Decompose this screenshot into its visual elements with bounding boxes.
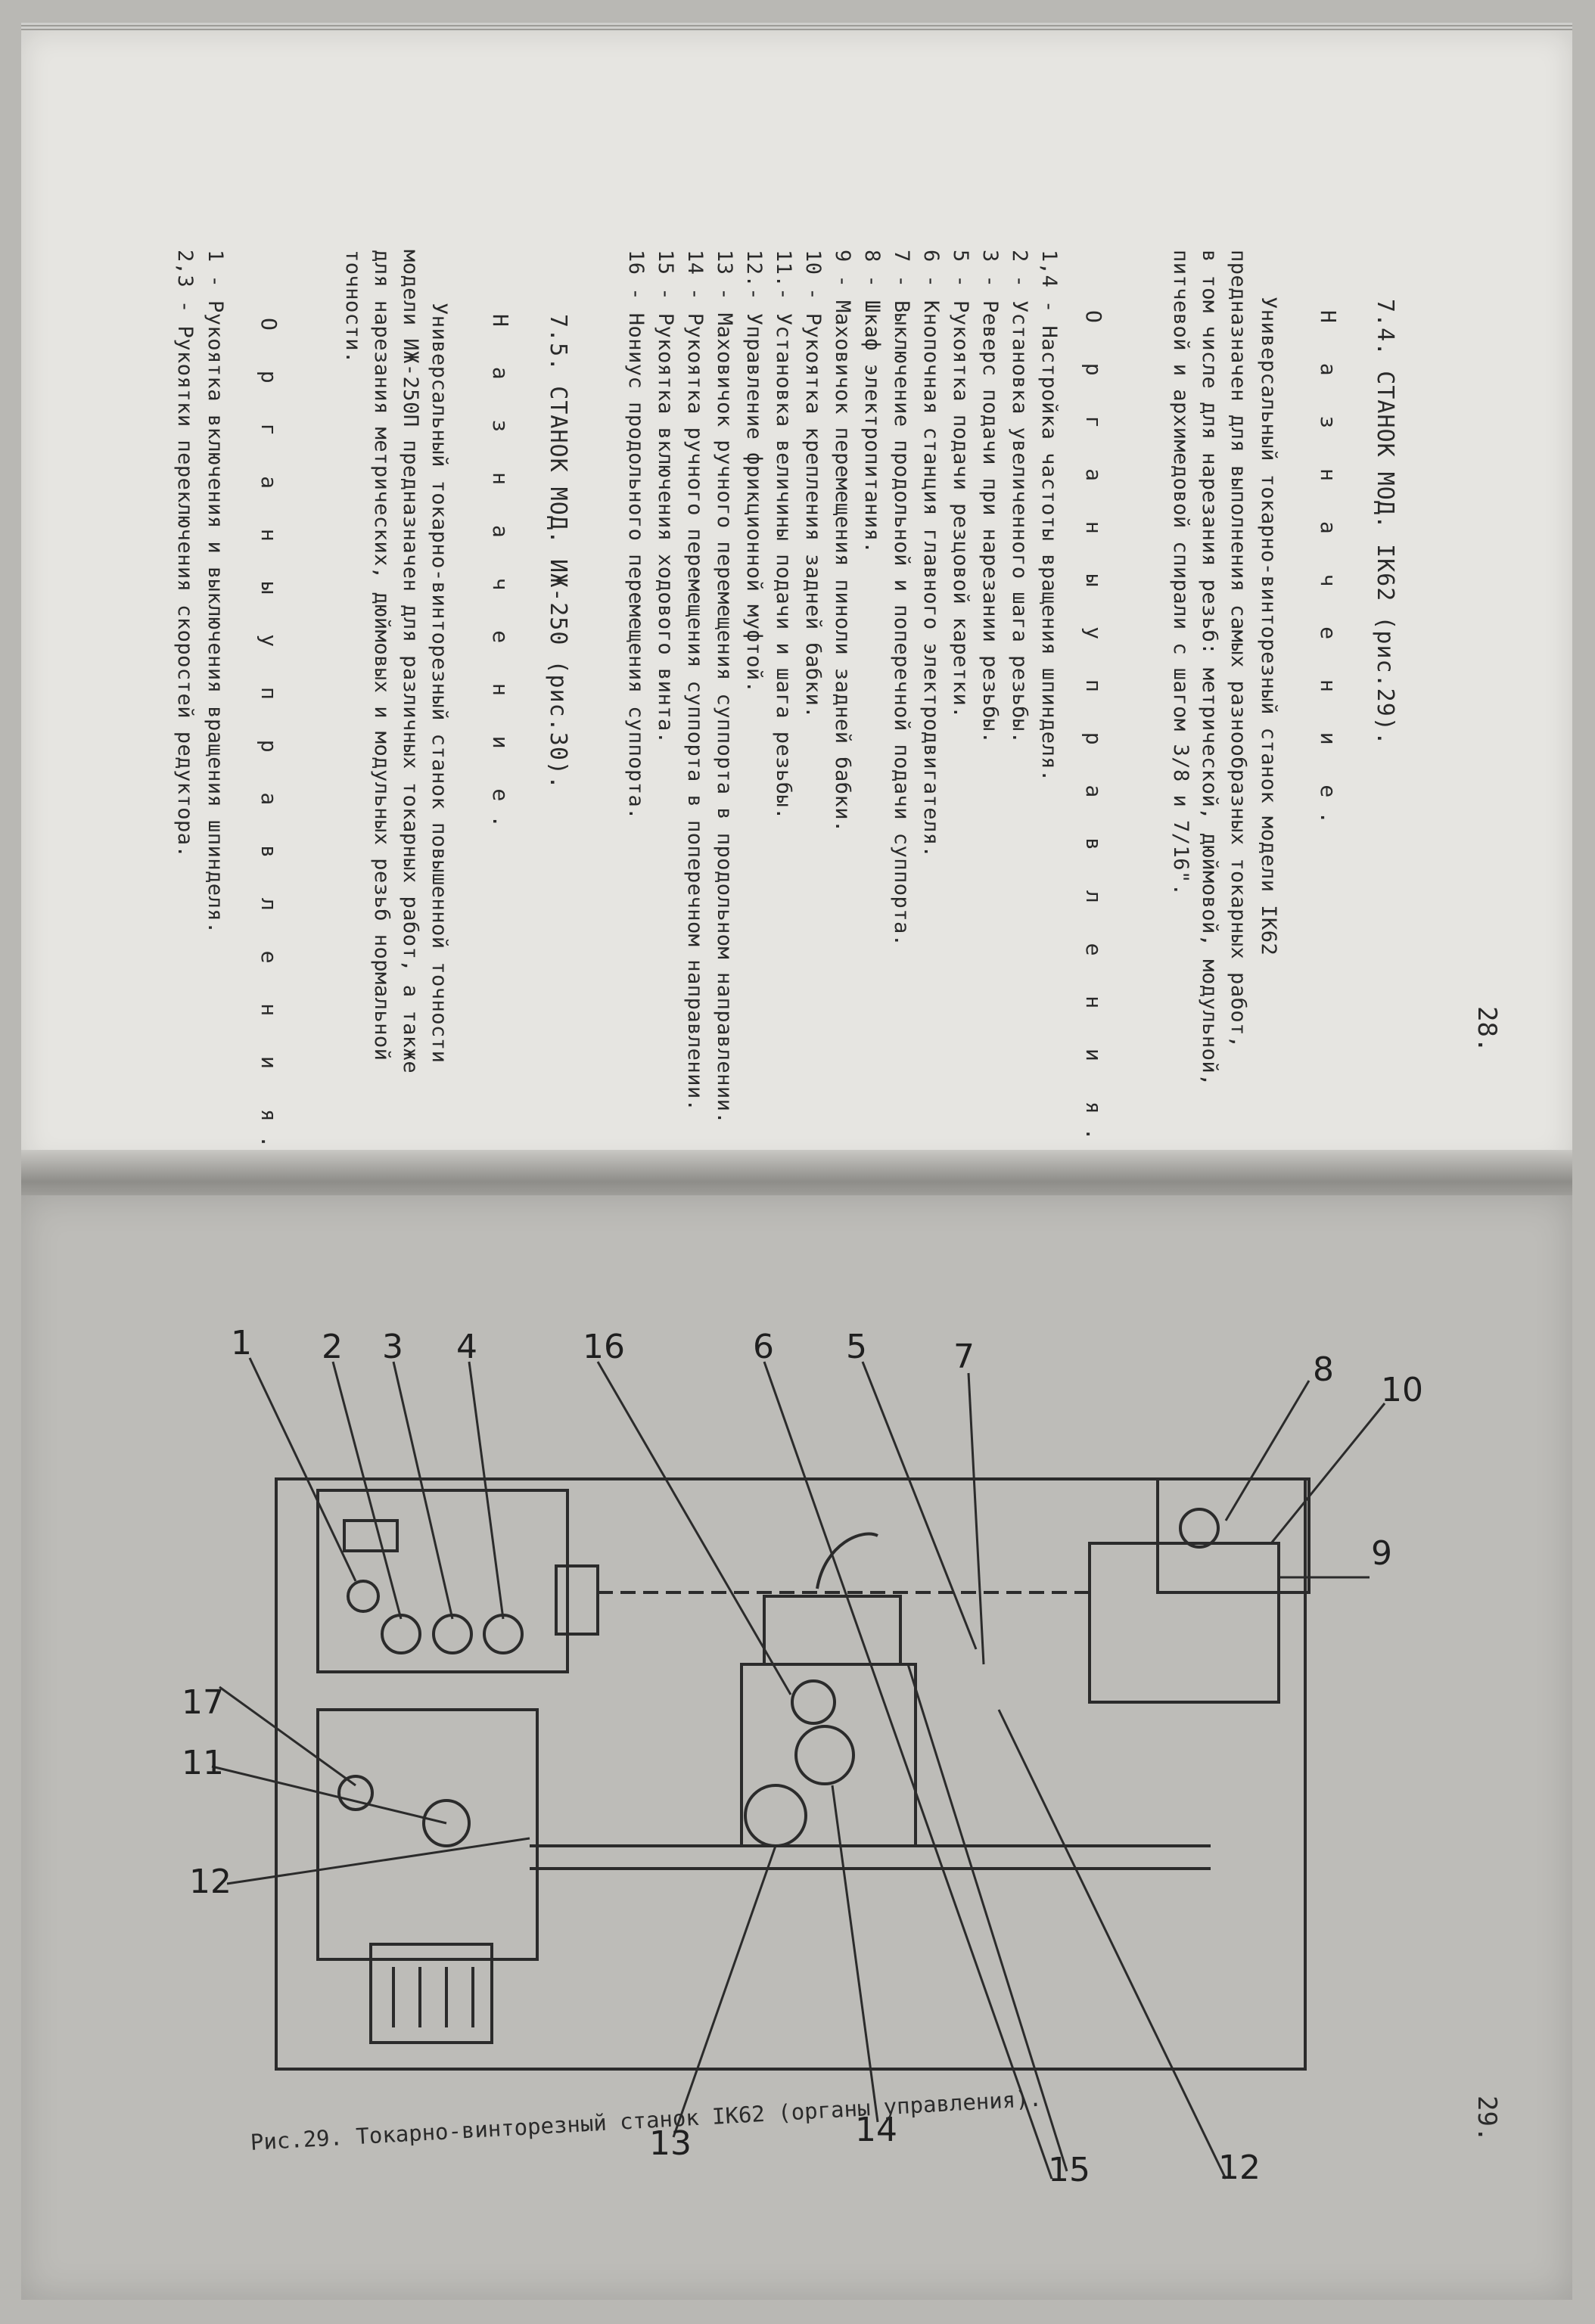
motor-cabinet bbox=[369, 1943, 493, 2044]
callout-label: 11 bbox=[182, 1744, 224, 1782]
callout-label: 7 bbox=[953, 1338, 975, 1376]
dial-3 bbox=[432, 1614, 473, 1654]
electrical-cabinet bbox=[1156, 1477, 1311, 1594]
tailstock bbox=[1088, 1542, 1280, 1704]
dial-4 bbox=[483, 1614, 524, 1654]
carriage bbox=[740, 1663, 917, 1847]
callout-label: 4 bbox=[456, 1328, 477, 1366]
cross-slide bbox=[763, 1595, 902, 1666]
callout-label: 14 bbox=[855, 2111, 897, 2149]
callout-label: 10 bbox=[1381, 1371, 1423, 1409]
callout-label: 13 bbox=[649, 2124, 692, 2163]
headstock-plate bbox=[343, 1519, 399, 1552]
callout-label: 16 bbox=[583, 1328, 625, 1366]
carriage-handwheel-small bbox=[791, 1679, 836, 1725]
dial-2 bbox=[381, 1614, 421, 1654]
lathe-bed bbox=[275, 1477, 1307, 2071]
lathe-drawing bbox=[275, 1477, 1311, 2071]
chuck bbox=[555, 1564, 599, 1636]
callout-label: 15 bbox=[1048, 2151, 1090, 2189]
page-28 bbox=[21, 30, 1572, 1165]
gearbox bbox=[316, 1708, 539, 1961]
callout-label: 5 bbox=[846, 1328, 867, 1366]
dial-1 bbox=[347, 1580, 380, 1613]
gearbox-dial-17 bbox=[337, 1775, 374, 1811]
callout-label: 1 bbox=[231, 1324, 252, 1362]
callout-label: 2 bbox=[322, 1328, 343, 1366]
carriage-lever bbox=[816, 1532, 878, 1589]
carriage-handwheel-large bbox=[744, 1784, 807, 1847]
leader-lines bbox=[211, 1357, 1386, 2180]
callout-label: 12 bbox=[189, 1863, 232, 1901]
callout-label: 3 bbox=[382, 1328, 403, 1366]
callout-label: 12 bbox=[1218, 2148, 1261, 2187]
callout-label: 17 bbox=[182, 1683, 224, 1722]
callout-label: 9 bbox=[1371, 1534, 1392, 1573]
page-number-29: 29. bbox=[1472, 2096, 1502, 2142]
callout-label: 8 bbox=[1313, 1350, 1334, 1389]
carriage-handwheel bbox=[794, 1725, 855, 1785]
tailstock-dial bbox=[1179, 1508, 1220, 1549]
headstock bbox=[316, 1489, 569, 1673]
book-gutter bbox=[21, 1150, 1572, 1203]
callout-label: 6 bbox=[753, 1328, 774, 1366]
gearbox-dial-11 bbox=[422, 1799, 471, 1847]
